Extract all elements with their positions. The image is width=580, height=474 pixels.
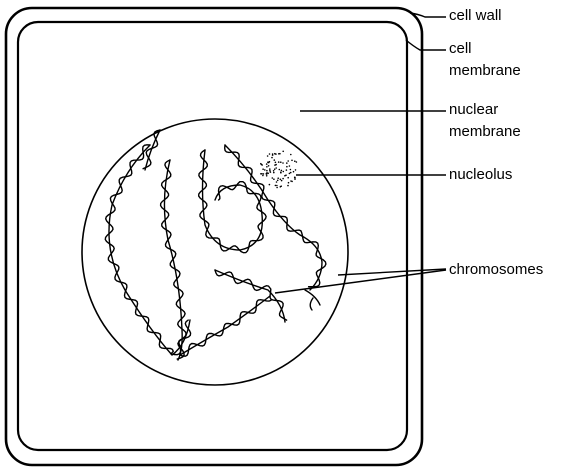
- nucleolus-dot: [280, 185, 282, 187]
- nucleolus-dot: [280, 161, 282, 163]
- chromosome-strand: [203, 150, 263, 250]
- nucleolus-dot: [260, 173, 262, 175]
- nucleolus-dot: [291, 181, 293, 183]
- nucleolus-dot: [294, 178, 296, 180]
- nucleolus-dot: [267, 161, 269, 163]
- nucleolus-dot: [287, 177, 289, 179]
- cell-membrane: [18, 22, 407, 450]
- nucleolus-dot: [260, 163, 262, 165]
- chromosomes: [105, 130, 326, 360]
- nucleolus-dot: [289, 165, 291, 167]
- leader-lines: [275, 13, 446, 293]
- nucleolus-dot: [269, 184, 271, 186]
- nucleolus-dot: [284, 175, 286, 177]
- nucleolus-dot: [278, 153, 280, 155]
- nucleolus-dot: [274, 159, 276, 161]
- nucleolus-dot: [270, 171, 272, 173]
- nucleolus-dot: [276, 181, 278, 183]
- nucleolus-dot: [296, 161, 298, 163]
- nucleolus-dot: [267, 155, 269, 157]
- nucleolus-dot: [272, 153, 274, 155]
- nucleolus-dot: [269, 168, 271, 170]
- nucleolus-dot: [288, 182, 290, 184]
- nucleolus: [260, 151, 297, 189]
- nucleolus-dot: [279, 169, 281, 171]
- nucleolus-dot: [290, 154, 292, 156]
- nucleolus-dot: [266, 170, 268, 172]
- nucleolus-dot: [290, 169, 292, 171]
- nucleolus-dot: [275, 153, 277, 155]
- nucleolus-dot: [264, 169, 266, 171]
- chromosome-coil: [225, 145, 326, 287]
- nucleolus-dot: [271, 157, 273, 159]
- nucleolus-dot: [262, 175, 264, 177]
- label-chromosomes: chromosomes: [449, 261, 543, 278]
- label-cell-membrane-line1: cell: [449, 40, 472, 57]
- nucleolus-dot: [276, 185, 278, 187]
- nucleolus-dot: [280, 171, 282, 173]
- chromosome-coil: [199, 150, 266, 253]
- nucleolus-dot: [276, 187, 278, 189]
- nucleolus-dot: [293, 171, 295, 173]
- chromosome-strand: [305, 290, 320, 310]
- nucleolus-dot: [275, 162, 277, 164]
- nucleolus-dot: [281, 170, 283, 172]
- nucleolus-dot: [263, 173, 265, 175]
- nucleolus-dot: [274, 168, 276, 170]
- nucleolus-dot: [275, 185, 277, 187]
- nucleolus-dot: [277, 177, 279, 179]
- nucleolus-dot: [282, 151, 284, 153]
- nucleolus-dot: [282, 162, 284, 164]
- nucleolus-dot: [294, 177, 296, 179]
- cell-membrane-leader: [406, 40, 446, 50]
- nucleolus-dot: [272, 177, 274, 179]
- nucleolus-dot: [269, 170, 271, 172]
- chromosome-strand: [164, 160, 182, 360]
- nucleolus-dot: [268, 165, 270, 167]
- nucleolus-dot: [273, 178, 275, 180]
- nucleolus-dot: [275, 167, 277, 169]
- label-nucleolus: nucleolus: [449, 166, 512, 183]
- nucleolus-dot: [294, 160, 296, 162]
- nucleolus-dot: [287, 185, 289, 187]
- label-cell-membrane-line2: membrane: [449, 62, 521, 79]
- nucleolus-dot: [266, 166, 268, 168]
- nucleolus-dot: [283, 171, 285, 173]
- cell-wall: [6, 8, 422, 465]
- nucleolus-dot: [286, 162, 288, 164]
- chromosome-strand: [215, 270, 285, 322]
- nucleolus-dot: [269, 153, 271, 155]
- label-cell-wall: cell wall: [449, 7, 502, 24]
- label-nuclear-membrane-line2: membrane: [449, 123, 521, 140]
- nucleolus-dot: [289, 173, 291, 175]
- nucleolus-dot: [262, 168, 264, 170]
- nucleolus-dot: [266, 175, 268, 177]
- label-nuclear-membrane-line1: nuclear: [449, 101, 498, 118]
- nucleolus-dot: [278, 161, 280, 163]
- nucleolus-dot: [286, 169, 288, 171]
- nucleolus-dot: [266, 163, 268, 165]
- nucleolus-dot: [267, 173, 269, 175]
- nucleolus-dot: [274, 164, 276, 166]
- nucleolus-dot: [291, 160, 293, 162]
- nucleolus-dot: [282, 178, 284, 180]
- nucleolus-dot: [273, 172, 275, 174]
- nucleolus-dot: [286, 166, 288, 168]
- nucleolus-dot: [295, 169, 297, 171]
- nucleolus-dot: [280, 179, 282, 181]
- nucleolus-dot: [273, 170, 275, 172]
- nuclear-membrane: [82, 119, 348, 385]
- nucleolus-dot: [287, 160, 289, 162]
- nucleolus-dot: [281, 180, 283, 182]
- nucleolus-dot: [277, 180, 279, 182]
